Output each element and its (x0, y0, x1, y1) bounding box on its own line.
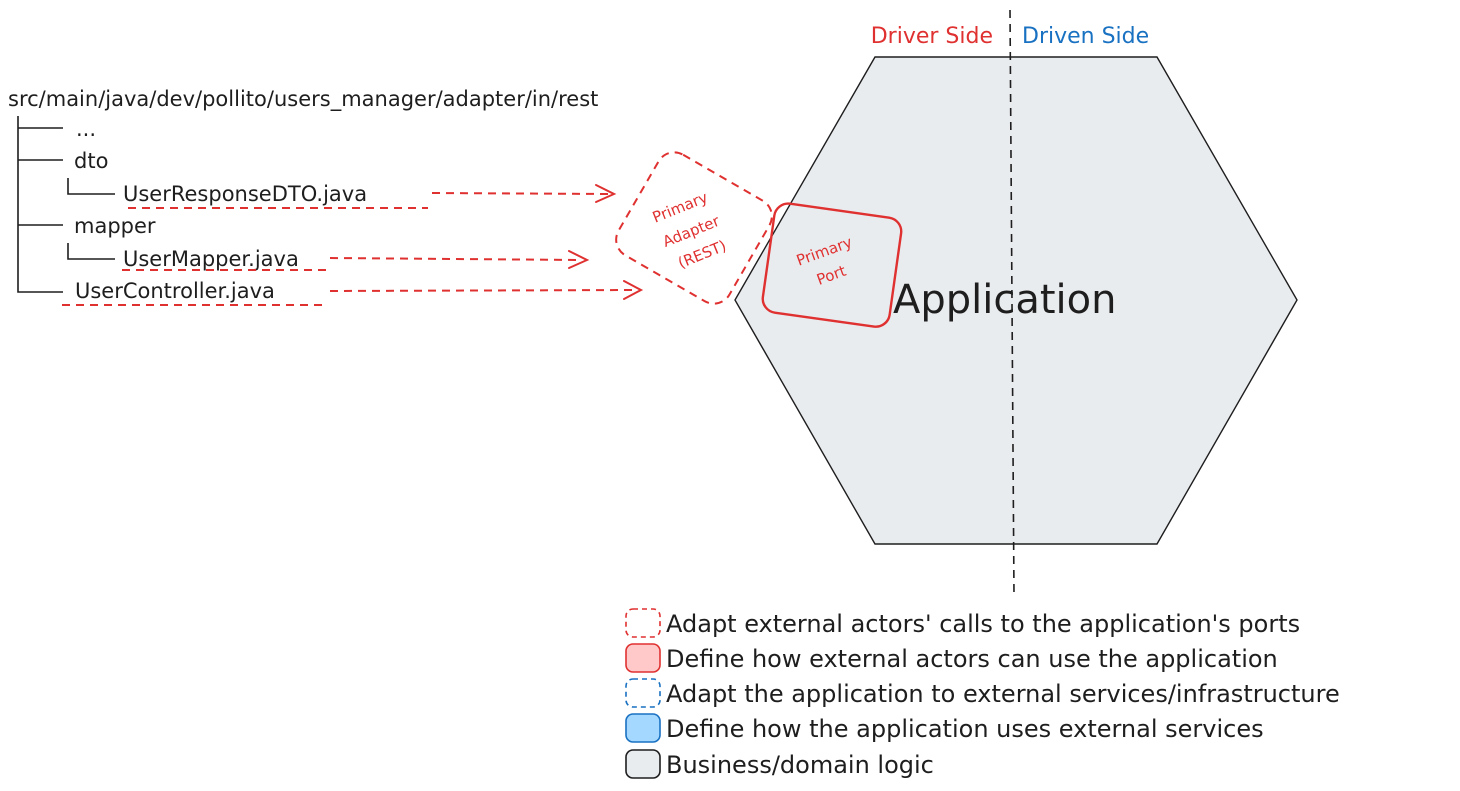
application-label: Application (893, 277, 1117, 323)
primary-adapter-box (615, 151, 773, 305)
tree-branch-user-response-dto (67, 178, 115, 195)
tree-item-user-controller: UserController.java (75, 279, 275, 303)
legend-swatch-gray-filled (625, 749, 661, 779)
tree-item-dto: dto (74, 149, 108, 173)
driven-side-label: Driven Side (1022, 24, 1149, 49)
arrow-user-controller (329, 289, 637, 292)
legend-label-red-dashed: Adapt external actors' calls to the appl… (666, 610, 1300, 638)
tree-item-user-mapper: UserMapper.java (123, 247, 299, 271)
legend-label-red-filled: Define how external actors can use the a… (666, 645, 1278, 673)
tree-branch-user-mapper (67, 243, 115, 260)
legend-swatch-red-filled (625, 643, 661, 673)
tree-root-path: src/main/java/dev/pollito/users_manager/… (8, 87, 598, 112)
tree-item-mapper: mapper (74, 214, 156, 238)
arrow-user-mapper (329, 257, 583, 261)
legend-swatch-red-dashed (625, 608, 661, 638)
arrow-user-controller-head (623, 280, 644, 300)
legend-label-gray-filled: Business/domain logic (666, 751, 934, 779)
legend: Adapt external actors' calls to the appl… (625, 608, 1340, 779)
tree-item-ellipsis: ... (76, 117, 96, 141)
driver-side-label: Driver Side (871, 24, 993, 49)
arrow-user-response-dto (431, 192, 609, 195)
tree-item-user-response-dto: UserResponseDTO.java (123, 182, 367, 206)
primary-port (761, 202, 903, 328)
legend-swatch-blue-dashed (625, 678, 661, 708)
arrow-user-response-dto-head (595, 184, 617, 203)
application-hexagon (734, 56, 1298, 545)
primary-adapter (615, 151, 773, 305)
legend-swatch-blue-filled (625, 713, 661, 743)
legend-label-blue-dashed: Adapt the application to external servic… (666, 680, 1340, 708)
tree-trunk (17, 116, 63, 293)
primary-port-box (761, 202, 903, 328)
arrow-user-mapper-head (568, 250, 590, 269)
legend-label-blue-filled: Define how the application uses external… (666, 715, 1264, 743)
